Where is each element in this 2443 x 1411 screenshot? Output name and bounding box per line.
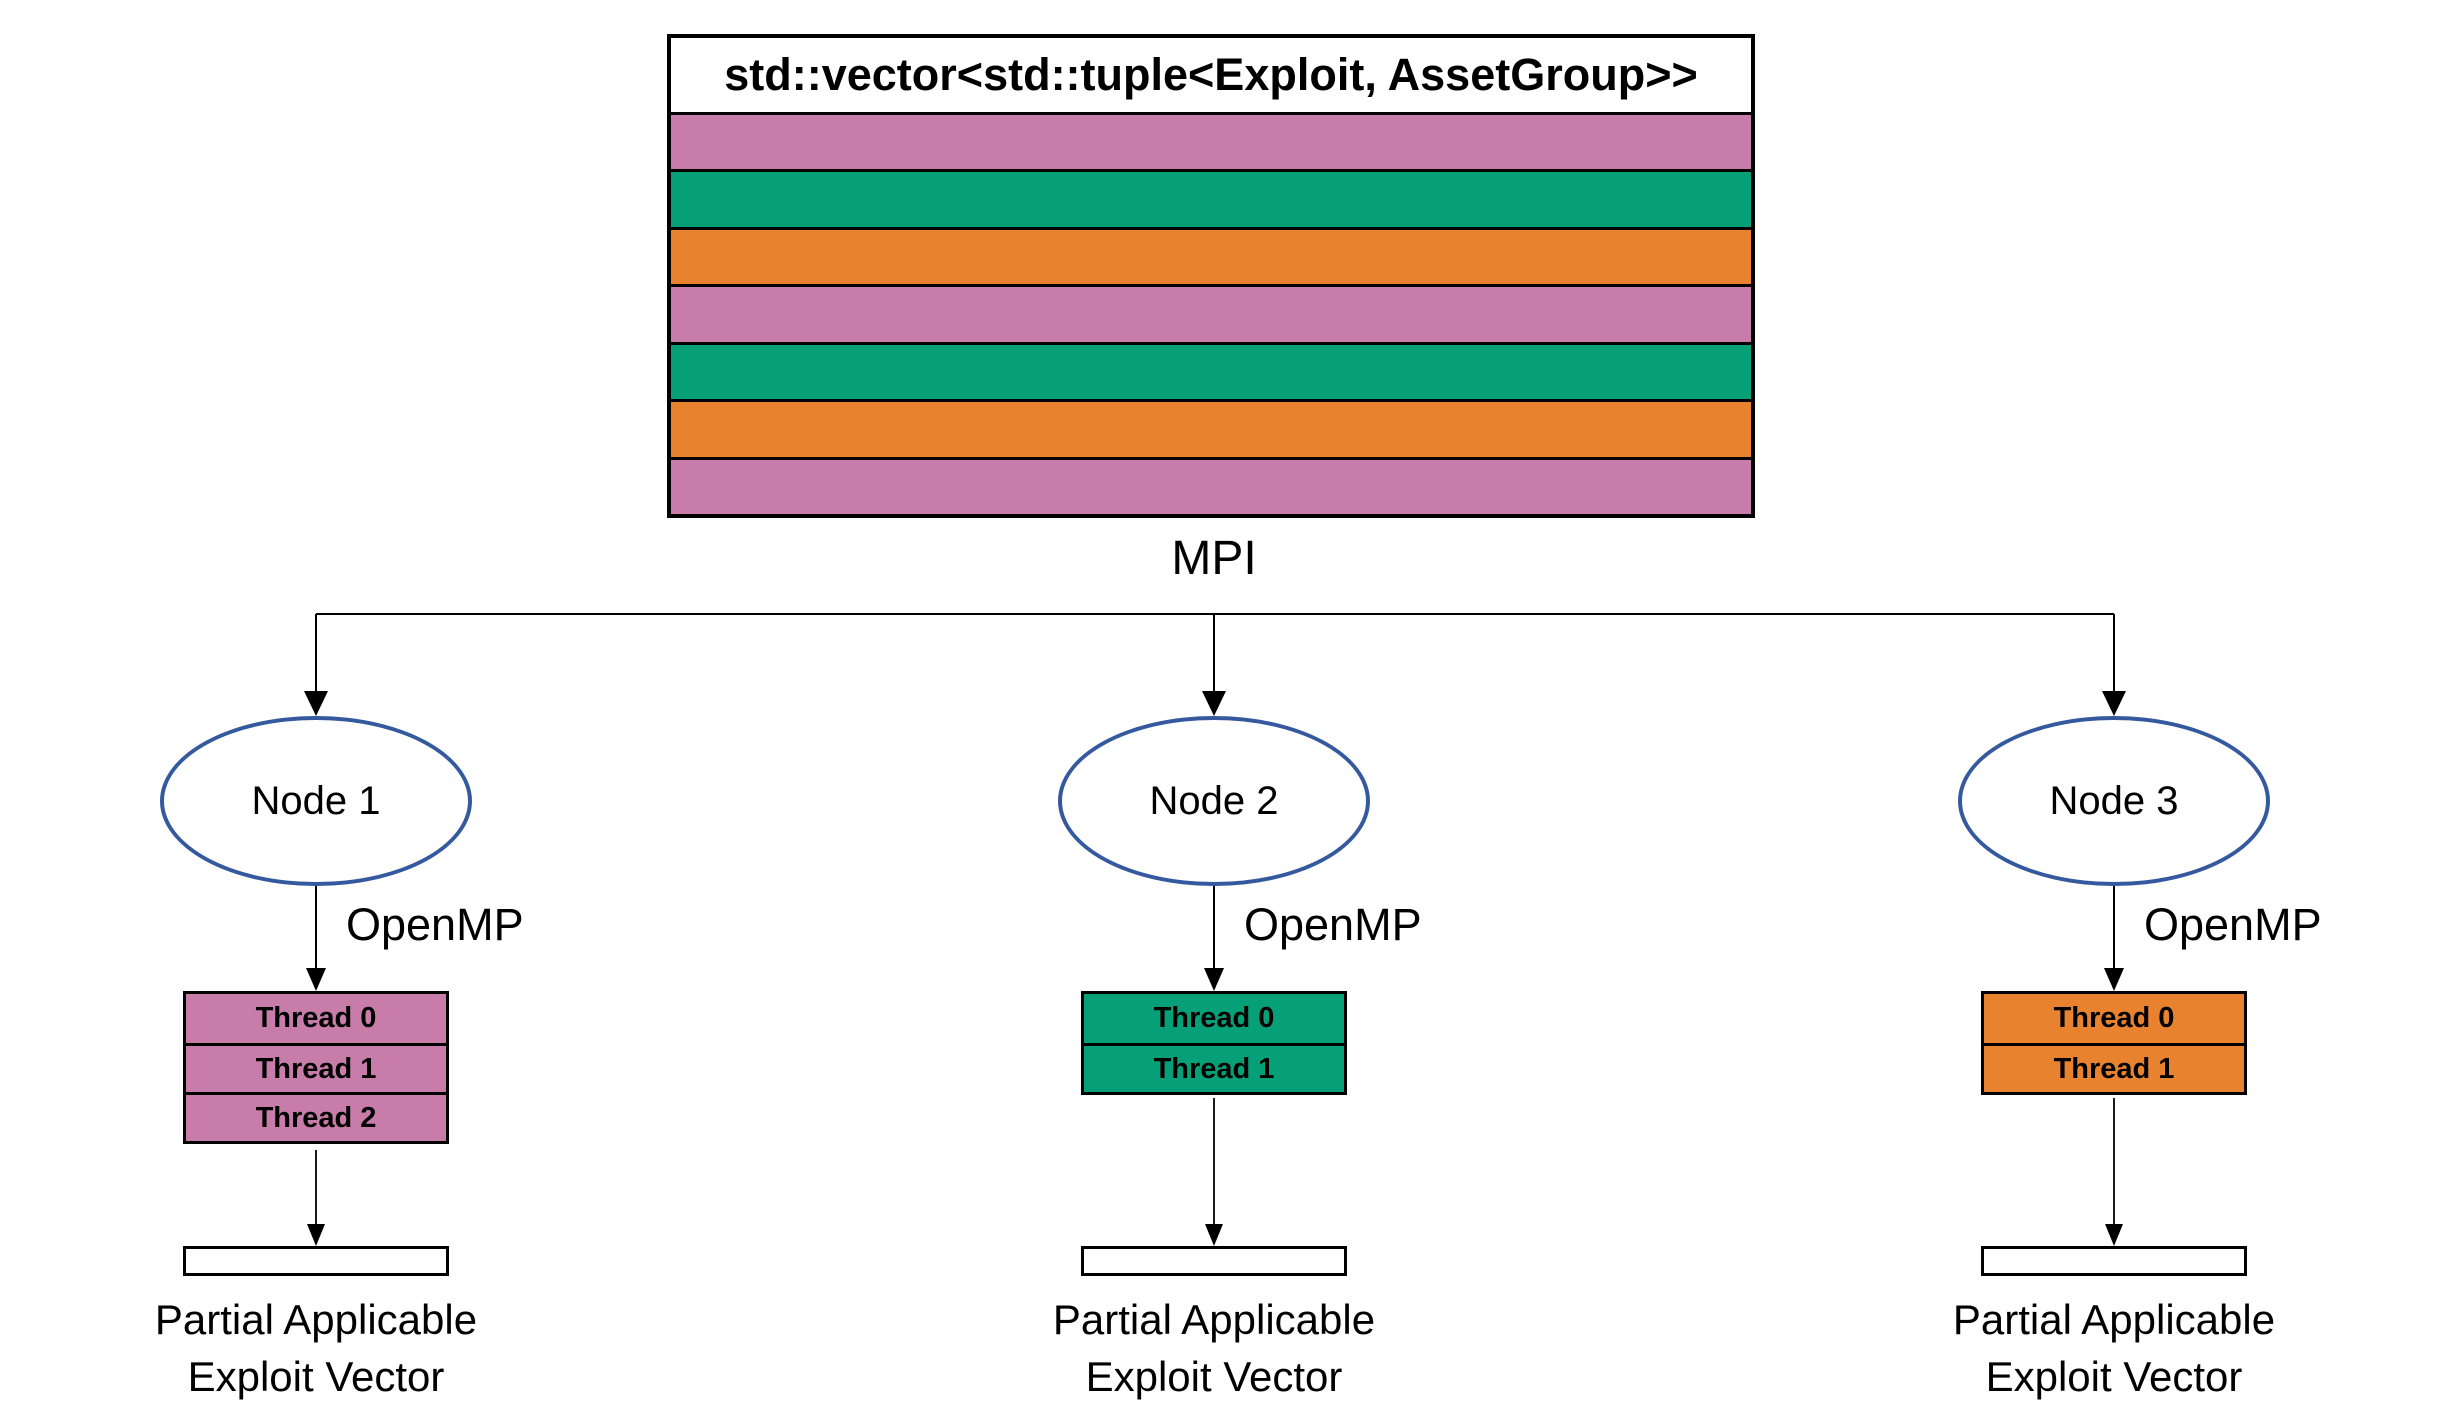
node-label: Node 1: [251, 778, 381, 823]
thread-stack: Thread 0 Thread 1: [1981, 991, 2247, 1095]
down-arrowhead-icon: [2102, 691, 2126, 716]
thread-stack: Thread 0 Thread 1 Thread 2: [183, 991, 449, 1144]
connector-line: [1213, 614, 1215, 692]
openmp-label: OpenMP: [1244, 899, 1422, 950]
connector-line: [315, 886, 317, 970]
vector-stripe: [671, 169, 1751, 227]
connector-line: [2113, 886, 2115, 970]
caption-line: Partial Applicable: [1952, 1296, 2276, 1343]
caption-line: Partial Applicable: [154, 1296, 478, 1343]
caption-line: Exploit Vector: [187, 1353, 445, 1401]
vector-stripes: [671, 112, 1751, 514]
openmp-label: OpenMP: [2144, 899, 2322, 950]
vector-box: std::vector<std::tuple<Exploit, AssetGro…: [667, 34, 1755, 518]
caption-line: Exploit Vector: [1985, 1353, 2243, 1401]
down-arrowhead-icon: [1202, 691, 1226, 716]
thread-stack: Thread 0 Thread 1: [1081, 991, 1347, 1095]
partial-exploit-vector-box: [183, 1246, 449, 1276]
down-arrowhead-icon: [1205, 1224, 1223, 1246]
node-ellipse: Node 2: [1058, 716, 1370, 886]
connector-line: [1213, 1098, 1215, 1225]
vector-stripe: [671, 341, 1751, 400]
vector-stripe: [671, 399, 1751, 457]
vector-stripe: [671, 456, 1751, 514]
down-arrowhead-icon: [306, 968, 326, 991]
thread-row: Thread 0: [1084, 994, 1344, 1043]
down-arrowhead-icon: [307, 1224, 325, 1246]
down-arrowhead-icon: [2104, 968, 2124, 991]
connector-line: [315, 614, 317, 692]
down-arrowhead-icon: [1204, 968, 1224, 991]
node-label: Node 3: [2049, 778, 2179, 823]
node-ellipse: Node 1: [160, 716, 472, 886]
down-arrowhead-icon: [304, 691, 328, 716]
partial-exploit-vector-caption: Partial Applicable Exploit Vector: [66, 1291, 566, 1405]
mpi-distribution-line: [316, 613, 2114, 615]
down-arrowhead-icon: [2105, 1224, 2123, 1246]
partial-exploit-vector-box: [1981, 1246, 2247, 1276]
thread-row: Thread 2: [186, 1092, 446, 1141]
thread-row: Thread 1: [186, 1043, 446, 1092]
thread-row: Thread 0: [1984, 994, 2244, 1043]
connector-line: [1213, 886, 1215, 970]
vector-stripe: [671, 226, 1751, 285]
thread-row: Thread 1: [1984, 1043, 2244, 1092]
vector-box-title: std::vector<std::tuple<Exploit, AssetGro…: [671, 38, 1751, 112]
partial-exploit-vector-box: [1081, 1246, 1347, 1276]
partial-exploit-vector-caption: Partial Applicable Exploit Vector: [1864, 1291, 2364, 1405]
thread-row: Thread 0: [186, 994, 446, 1043]
openmp-label: OpenMP: [346, 899, 524, 950]
connector-line: [315, 1150, 317, 1225]
caption-line: Partial Applicable: [1052, 1296, 1376, 1343]
partial-exploit-vector-caption: Partial Applicable Exploit Vector: [964, 1291, 1464, 1405]
mpi-label: MPI: [1171, 532, 1257, 585]
node-label: Node 2: [1149, 778, 1279, 823]
vector-stripe: [671, 112, 1751, 170]
thread-row: Thread 1: [1084, 1043, 1344, 1092]
node-ellipse: Node 3: [1958, 716, 2270, 886]
connector-line: [2113, 1098, 2115, 1225]
caption-line: Exploit Vector: [1085, 1353, 1343, 1401]
connector-line: [2113, 614, 2115, 692]
vector-stripe: [671, 284, 1751, 342]
